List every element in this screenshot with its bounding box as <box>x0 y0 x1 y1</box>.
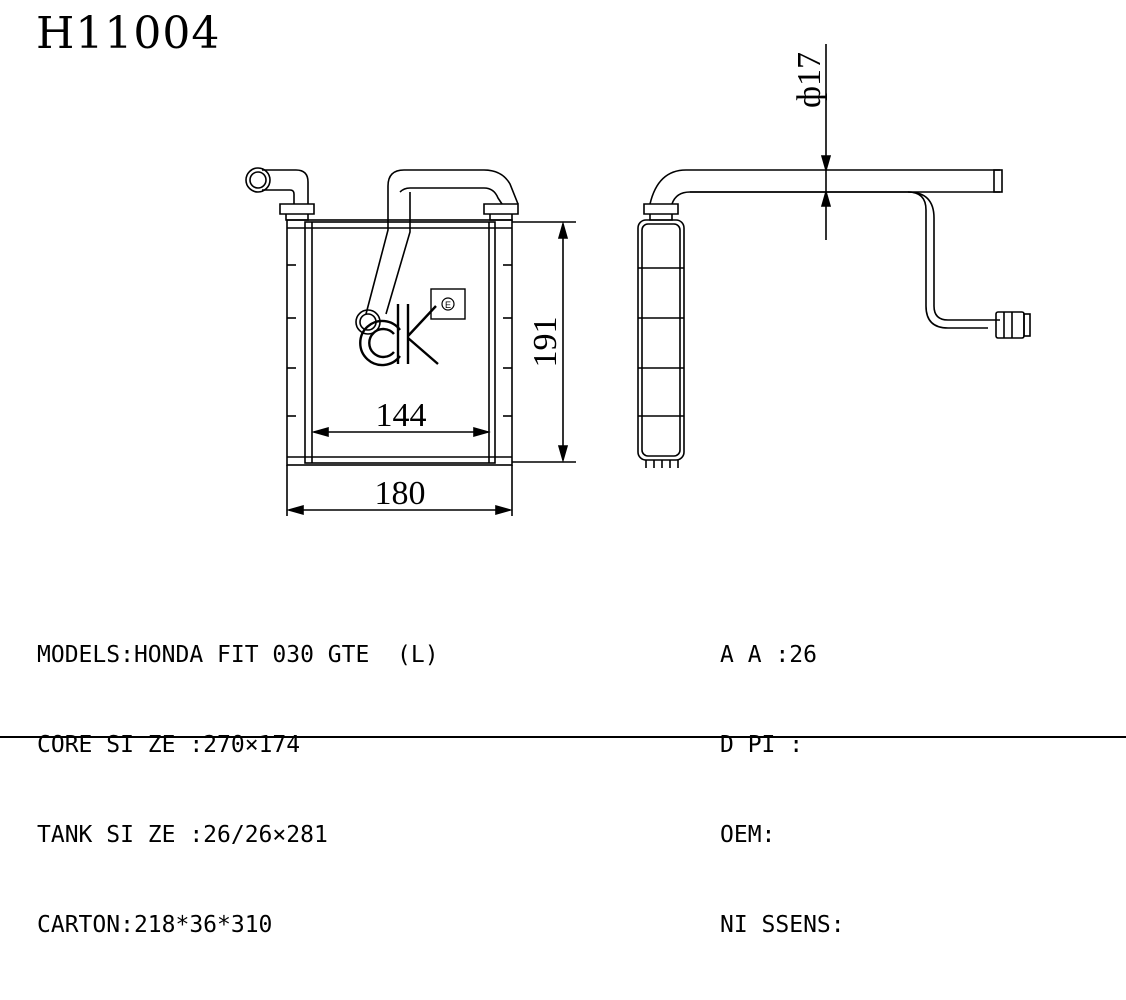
dimension-phi17-label: ф17 <box>791 52 828 108</box>
dimension-phi17 <box>820 44 832 240</box>
side-clips <box>287 264 512 417</box>
spec-row: CARTON:218*36*310 <box>37 910 439 940</box>
front-view <box>245 167 576 516</box>
dimension-144-label: 144 <box>376 397 427 434</box>
spec-label: NI SSENS: <box>720 912 845 938</box>
logo-c <box>359 319 401 367</box>
diagonal-pipe-left <box>365 186 389 315</box>
right-flange <box>483 203 519 221</box>
logo-mark-box <box>430 288 466 320</box>
spec-label: CARTON: <box>37 912 134 938</box>
side-lower-pipe <box>671 191 988 329</box>
side-flange <box>643 203 679 221</box>
diagonal-pipe-right <box>385 192 411 315</box>
left-pipe <box>262 169 309 204</box>
specs-left: MODELS:HONDA FIT 030 GTE (L) CORE SI ZE … <box>37 580 439 1000</box>
dimension-180-label: 180 <box>375 475 426 512</box>
spec-value: 26 <box>789 642 817 668</box>
spec-value: HONDA FIT 030 GTE (L) <box>133 642 439 668</box>
side-view <box>637 44 1031 468</box>
ck-logo <box>359 288 466 367</box>
spec-value: 218*36*310 <box>133 912 273 938</box>
bottom-rule <box>0 736 1126 738</box>
dimension-191 <box>512 221 576 463</box>
spec-value: 26/26×281 <box>203 822 328 848</box>
side-pipe-end <box>995 311 1025 339</box>
logo-k <box>396 304 439 365</box>
spec-label: TANK SI ZE : <box>37 822 204 848</box>
part-number-title: H11004 <box>36 8 221 59</box>
spec-row: NI SSENS: <box>720 910 845 940</box>
spec-label: MODELS: <box>37 642 134 668</box>
logo-text: CK <box>400 360 402 362</box>
spec-row: CORE SI ZE :270×174 <box>37 730 439 760</box>
spec-row: OEM: <box>720 820 845 850</box>
spec-row: MODELS:HONDA FIT 030 GTE (L) <box>37 640 439 670</box>
left-flange <box>279 203 315 221</box>
dimension-180 <box>286 465 513 516</box>
spec-label: OEM: <box>720 822 776 848</box>
top-pipe <box>387 169 519 205</box>
technical-drawing: 144 180 191 ф17 CK E <box>245 44 1031 516</box>
dimension-191-label: 191 <box>527 317 564 368</box>
core-inner <box>304 221 496 464</box>
spec-row: D PI : <box>720 730 845 760</box>
spec-row: TANK SI ZE :26/26×281 <box>37 820 439 850</box>
specs-right: A A :26 D PI : OEM: NI SSENS: <box>720 580 845 1000</box>
side-top-pipe <box>649 169 1000 205</box>
left-pipe-end <box>245 167 271 193</box>
drawing-page: H11004 <box>0 8 1126 938</box>
side-tank <box>637 219 685 461</box>
spec-label: A A : <box>720 642 790 668</box>
core-outline <box>286 219 513 466</box>
logo-mark-text: E <box>445 300 451 310</box>
dimension-144 <box>311 426 491 438</box>
spec-row: A A :26 <box>720 640 845 670</box>
